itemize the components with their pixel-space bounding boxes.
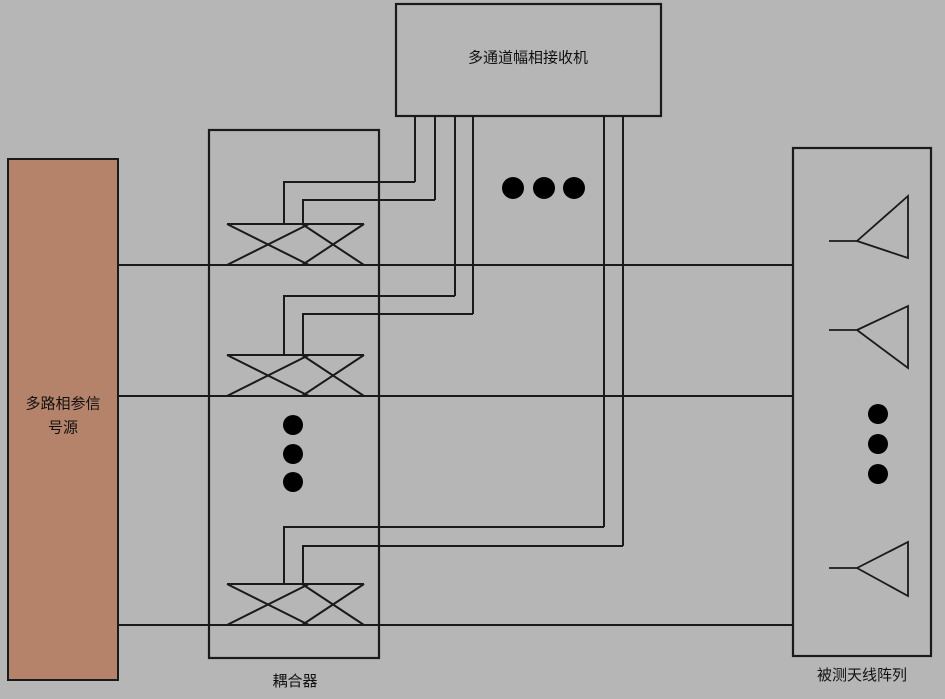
coupler-3 (226, 526, 623, 626)
ellipsis-dot (868, 464, 888, 484)
coupler-3-tap-right-route (302, 545, 623, 584)
antenna-element-3 (829, 540, 909, 598)
signal-source-label-line2: 号源 (48, 419, 78, 437)
signal-source-block[interactable]: 多路相参信 号源 (7, 158, 119, 681)
coupler-2-tap-left-route (283, 295, 455, 355)
antenna-array-box[interactable] (791, 146, 933, 658)
antenna-array-block[interactable] (791, 146, 933, 658)
signal-source-box[interactable] (7, 158, 119, 681)
coupler-3-tap-left-route (283, 526, 604, 584)
coupler-2 (226, 295, 473, 397)
coupler-1-tap-left-route (283, 181, 415, 224)
coupler-2-right-diag-b (301, 354, 365, 397)
coupler-1-left-diag-b (226, 223, 310, 266)
coupler-caption: 耦合器 (272, 672, 317, 690)
receiver-label: 多通道幅相接收机 (468, 49, 588, 67)
ellipsis-dot (283, 415, 303, 435)
ellipsis-dot (283, 472, 303, 492)
coupler-enclosure (207, 128, 381, 660)
antenna-horn-icon (856, 194, 909, 260)
coupler-3-left-diag-b (226, 583, 310, 626)
ellipsis-dot (868, 434, 888, 454)
coupler-1-right-diag-b (301, 223, 365, 266)
receiver-cable-bus (414, 116, 624, 546)
ellipsis-dot (868, 404, 888, 424)
coupler-1-tap-right-route (302, 199, 435, 224)
antenna-element-1 (829, 194, 909, 260)
ellipsis-dot (283, 444, 303, 464)
antenna-horn-icon (856, 540, 909, 598)
receiver-block[interactable]: 多通道幅相接收机 (394, 2, 663, 118)
antenna-array-caption: 被测天线阵列 (817, 666, 907, 684)
antenna-ellipsis (868, 404, 888, 484)
coupler-3-right-diag-b (301, 583, 365, 626)
ellipsis-dot (533, 177, 555, 199)
signal-source-label-line1: 多路相参信 (25, 395, 100, 413)
antenna-horn-icon (856, 304, 909, 370)
antenna-element-2 (829, 304, 909, 370)
receiver-box[interactable] (394, 2, 663, 118)
ellipsis-dot (502, 177, 524, 199)
coupler-2-left-diag-b (226, 354, 310, 397)
coupler-ellipsis (283, 415, 303, 492)
receiver-channel-ellipsis (502, 177, 585, 199)
coupler-1 (226, 181, 435, 266)
coupler-2-tap-right-route (302, 313, 473, 355)
ellipsis-dot (563, 177, 585, 199)
